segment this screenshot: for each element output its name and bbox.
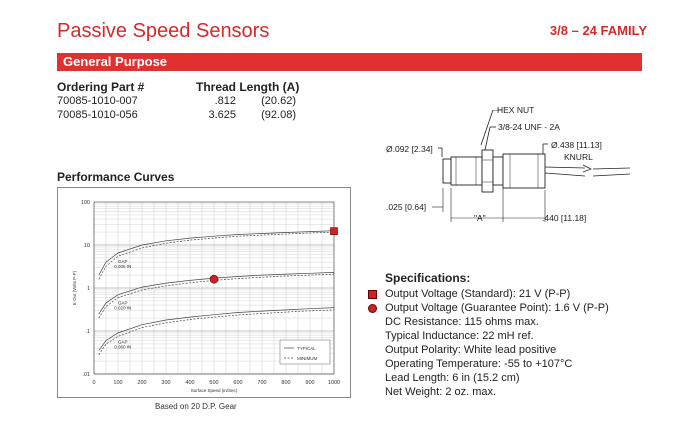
spec-item: Net Weight: 2 oz. max. [385, 386, 497, 398]
legend-label-minimum: MINIMUM [297, 356, 317, 361]
circle-marker-icon [368, 304, 377, 313]
spec-item: Lead Length: 6 in (15.2 cm) [385, 372, 520, 384]
x-tick-label: 100 [113, 380, 122, 386]
series-line-minimum [98, 309, 335, 355]
y-tick-label: .01 [82, 372, 90, 378]
spec-item: Output Polarity: White lead positive [385, 344, 557, 356]
performance-title: Performance Curves [57, 170, 175, 184]
x-tick-label: 300 [161, 380, 170, 386]
chart-frame: 0 100 200 300 400 500 600 700 800 900 1000 100 10 1 .1… [57, 187, 351, 398]
x-tick-label: 500 [209, 380, 218, 386]
spec-item: Operating Temperature: -55 to +107°C [385, 358, 573, 370]
thread-inch-1: .812 [214, 95, 236, 107]
specifications-title: Specifications: [385, 271, 471, 285]
gap-length-label: .025 [0.64] [386, 202, 427, 212]
thread-mm-1: (20.62) [261, 95, 296, 107]
y-tick-label: 100 [81, 200, 90, 206]
part-number-2: 70085-1010-056 [57, 109, 138, 121]
series-line-minimum [98, 231, 335, 280]
spec-item: Output Voltage (Standard): 21 V (P-P) [385, 288, 571, 300]
series-line-typical [98, 230, 335, 276]
x-tick-label: 600 [233, 380, 242, 386]
series-line-typical [98, 272, 335, 315]
x-axis-label: Surface Speed (in/Sec) [191, 388, 238, 393]
family-label: 3/8 – 24 FAMILY [549, 23, 647, 38]
series-label: 0.005 IN [114, 264, 131, 269]
chart-caption: Based on 20 D.P. Gear [155, 402, 237, 411]
knurl-length-label: .440 [11.18] [542, 213, 587, 223]
part-number-1: 70085-1010-007 [57, 95, 138, 107]
a-length-label: "A" [474, 213, 486, 223]
spec-item: Output Voltage (Guarantee Point): 1.6 V … [385, 302, 609, 314]
thread-length-header: Thread Length (A) [196, 80, 300, 94]
square-marker-icon [368, 290, 377, 299]
hex-nut-label: HEX NUT [497, 105, 535, 115]
section-banner: General Purpose [57, 53, 642, 71]
spec-item: Typical Inductance: 22 mH ref. [385, 330, 534, 342]
thread-spec-label: 3/8-24 UNF - 2A [498, 122, 560, 132]
x-tick-label: 900 [305, 380, 314, 386]
x-tick-label: 800 [281, 380, 290, 386]
banner-label: General Purpose [63, 54, 168, 69]
y-tick-label: 10 [84, 243, 90, 249]
series-label: 0.020 IN [114, 306, 131, 311]
series-line-typical [98, 307, 335, 351]
thread-mm-2: (92.08) [261, 109, 296, 121]
y-axis-label: E Out (Volts P-P) [72, 270, 77, 305]
square-marker [330, 227, 338, 235]
y-tick-label: 1 [87, 286, 90, 292]
legend-box [279, 339, 331, 365]
plot-area [93, 201, 335, 375]
series-label: GAP [118, 301, 128, 306]
series-line-minimum [98, 273, 335, 319]
ordering-part-header: Ordering Part # [57, 80, 145, 94]
page-title: Passive Speed Sensors [57, 20, 270, 42]
x-tick-label: 700 [257, 380, 266, 386]
series-label: 0.060 IN [114, 344, 131, 349]
thread-inch-2: 3.625 [208, 109, 236, 121]
performance-chart: 0 100 200 300 400 500 600 700 800 900 1000 100 10 1 .1… [72, 200, 340, 393]
spec-item: DC Resistance: 115 ohms max. [385, 316, 539, 328]
x-tick-label: 1000 [328, 380, 340, 386]
y-tick-label: .1 [85, 329, 90, 335]
series-label: GAP [118, 339, 128, 344]
series-label: GAP [118, 259, 128, 264]
tip-diameter-label: Ø.092 [2.34] [386, 144, 433, 154]
knurl-diameter-label: Ø.438 [11.13] [551, 140, 602, 150]
sensor-drawing [432, 110, 631, 222]
x-tick-label: 200 [137, 380, 146, 386]
knurl-label: KNURL [564, 152, 593, 162]
x-tick-label: 0 [92, 380, 95, 386]
legend-label-typical: TYPICAL [297, 346, 316, 351]
x-tick-label: 400 [185, 380, 194, 386]
circle-marker [209, 274, 219, 284]
